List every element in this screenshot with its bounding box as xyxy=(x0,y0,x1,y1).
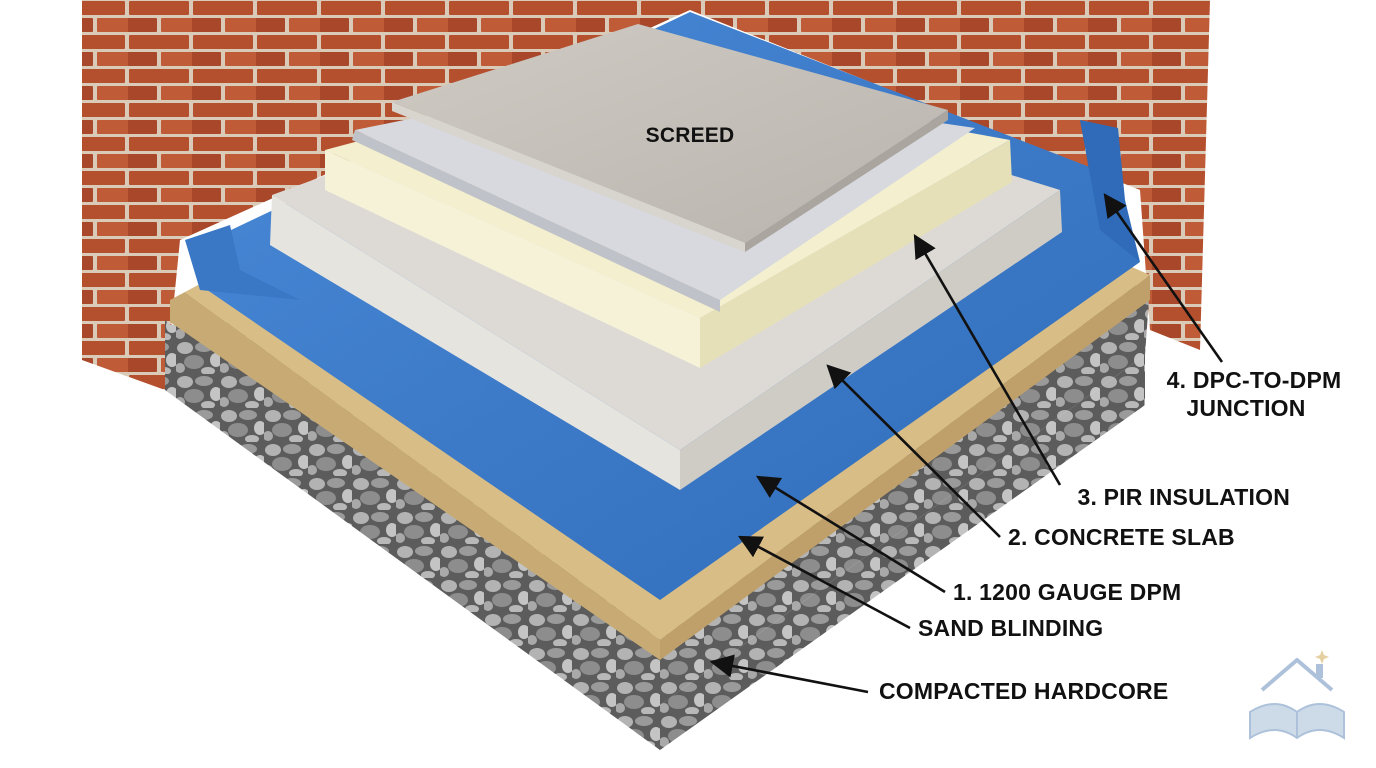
label-dpc-dpm-line1: 4. DPC-TO-DPM xyxy=(1167,367,1342,393)
label-dpm: 1. 1200 GAUGE DPM xyxy=(953,579,1181,605)
label-concrete-slab: 2. CONCRETE SLAB xyxy=(1008,524,1235,550)
label-pir-insulation: 3. PIR INSULATION xyxy=(1077,484,1290,510)
arrow-hardcore xyxy=(709,654,869,694)
concrete-slab-right-face xyxy=(680,190,1062,490)
arrow-dpc-dpm xyxy=(1103,193,1224,363)
arrow-dpm xyxy=(756,475,946,594)
arrow-concrete-slab xyxy=(826,364,1001,538)
concrete-slab-left-face xyxy=(270,195,680,490)
screed-right-face xyxy=(745,110,948,252)
screed-top xyxy=(392,24,948,243)
hardcore-right-face xyxy=(660,355,1145,750)
label-screed: SCREED xyxy=(646,124,735,147)
left-brick-wall xyxy=(82,0,690,390)
dpm-upturn-left xyxy=(185,225,300,300)
screed-left-face xyxy=(392,102,745,252)
label-hardcore: COMPACTED HARDCORE xyxy=(879,678,1168,704)
arrow-sand-blinding xyxy=(737,535,911,630)
book-house-logo-icon xyxy=(1249,650,1345,740)
pir-insulation-right-face xyxy=(700,140,1012,368)
dpm-upturn-right xyxy=(1080,120,1140,262)
hardcore-left-side xyxy=(165,325,660,750)
pir-insulation-left-face xyxy=(325,150,700,368)
foil-layer-front xyxy=(352,130,720,312)
right-brick-wall xyxy=(690,0,1210,350)
arrow-pir-insulation xyxy=(913,233,1062,486)
sand-blinding-right-face xyxy=(660,275,1150,660)
label-sand-blinding: SAND BLINDING xyxy=(918,615,1103,641)
sand-blinding-left-face xyxy=(170,292,660,660)
label-dpc-dpm-line2: JUNCTION xyxy=(1186,395,1305,421)
